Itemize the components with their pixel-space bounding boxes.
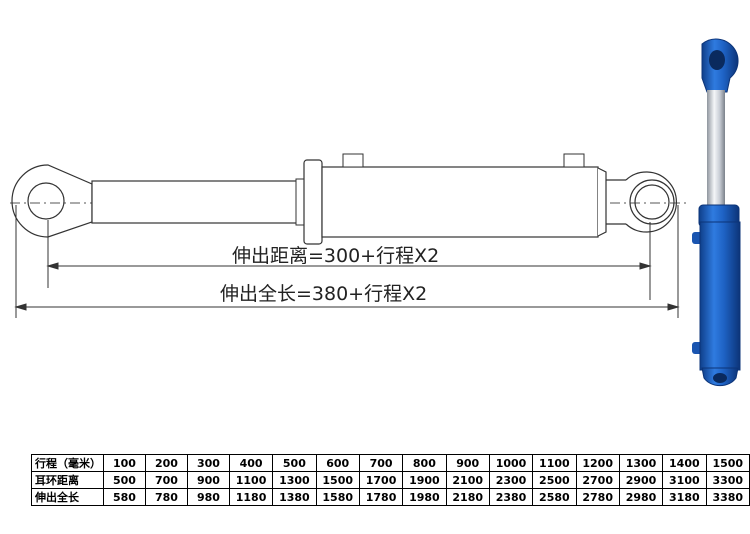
table-cell: 980 xyxy=(186,488,230,506)
table-cell: 1900 xyxy=(402,471,447,489)
table-cell: 1380 xyxy=(272,488,317,506)
table-cell: 1700 xyxy=(358,471,404,489)
table-cell: 1300 xyxy=(272,471,317,489)
table-cell: 500 xyxy=(272,454,317,472)
table-cell: 2580 xyxy=(532,488,577,506)
table-cell: 1580 xyxy=(315,488,360,506)
dimension-extended-distance xyxy=(46,220,652,300)
dimension-extended-length xyxy=(14,205,680,318)
table-cell: 780 xyxy=(144,488,188,506)
table-cell: 1780 xyxy=(358,488,404,506)
table-cell: 3380 xyxy=(705,488,750,506)
table-cell: 2500 xyxy=(532,471,577,489)
row-label-eye-distance: 耳环距离 xyxy=(31,471,104,489)
table-cell: 1100 xyxy=(532,454,577,472)
piston-rod xyxy=(91,180,305,224)
table-cell: 1200 xyxy=(575,454,620,472)
table-cell: 1500 xyxy=(705,454,750,472)
table-cell: 2300 xyxy=(488,471,534,489)
table-cell: 2900 xyxy=(618,471,664,489)
rear-end-cap xyxy=(597,167,607,237)
table-cell: 1300 xyxy=(618,454,664,472)
table-cell: 600 xyxy=(315,454,360,472)
table-cell: 900 xyxy=(186,471,230,489)
table-cell: 800 xyxy=(402,454,447,472)
cylinder-barrel xyxy=(321,166,599,238)
table-row: 伸出全长 580 780 980 1180 1380 1580 1780 198… xyxy=(31,488,750,506)
table-cell: 200 xyxy=(144,454,188,472)
extended-length-label: 伸出全长=380+行程X2 xyxy=(220,283,427,305)
table-cell: 2980 xyxy=(618,488,664,506)
table-cell: 3300 xyxy=(705,471,750,489)
table-cell: 300 xyxy=(186,454,230,472)
cylinder-product-photo xyxy=(692,38,741,387)
table-cell: 1980 xyxy=(402,488,447,506)
row-label-stroke: 行程（毫米） xyxy=(31,454,104,472)
table-cell: 2700 xyxy=(575,471,620,489)
stroke-spec-table: 行程（毫米） 100 200 300 400 500 600 700 800 9… xyxy=(31,454,750,506)
oil-port-rear xyxy=(563,153,585,168)
table-cell: 700 xyxy=(144,471,188,489)
table-cell: 400 xyxy=(228,454,274,472)
table-cell: 3180 xyxy=(662,488,707,506)
table-cell: 2780 xyxy=(575,488,620,506)
table-cell: 2380 xyxy=(488,488,534,506)
row-label-extended-length: 伸出全长 xyxy=(31,488,104,506)
table-cell: 700 xyxy=(358,454,404,472)
table-cell: 1100 xyxy=(228,471,274,489)
front-flange xyxy=(303,159,323,245)
table-row: 耳环距离 500 700 900 1100 1300 1500 1700 190… xyxy=(31,471,750,489)
table-cell: 2180 xyxy=(445,488,490,506)
table-cell: 3100 xyxy=(662,471,707,489)
extended-distance-label: 伸出距离=300+行程X2 xyxy=(232,245,439,267)
right-clevis-eye xyxy=(625,171,677,233)
rod-gland xyxy=(295,178,305,226)
table-cell: 900 xyxy=(445,454,490,472)
left-rod-eye xyxy=(11,164,93,238)
table-cell: 580 xyxy=(103,488,146,506)
table-cell: 100 xyxy=(103,454,146,472)
table-cell: 500 xyxy=(103,471,146,489)
oil-port-front xyxy=(342,153,364,168)
table-row: 行程（毫米） 100 200 300 400 500 600 700 800 9… xyxy=(31,454,750,472)
table-cell: 1500 xyxy=(315,471,360,489)
table-cell: 1180 xyxy=(228,488,274,506)
table-cell: 1000 xyxy=(488,454,534,472)
table-cell: 1400 xyxy=(662,454,707,472)
table-cell: 2100 xyxy=(445,471,490,489)
